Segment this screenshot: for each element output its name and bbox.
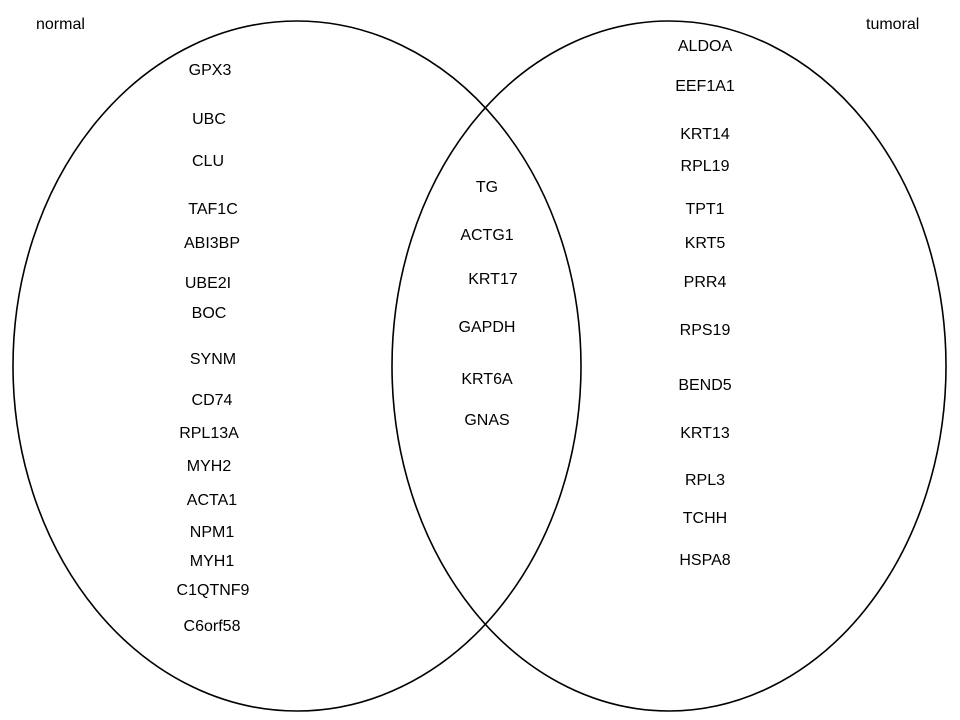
gene-label-tumoral: KRT14	[680, 126, 730, 143]
gene-label-normal: ACTA1	[186, 492, 238, 509]
gene-label-normal: TAF1C	[188, 201, 238, 218]
tumoral-set-ellipse	[391, 20, 947, 712]
gene-label-shared: KRT17	[468, 271, 518, 288]
gene-label-normal: C1QTNF9	[176, 582, 250, 599]
gene-label-tumoral: TPT1	[685, 201, 725, 218]
normal-set-label: normal	[36, 16, 85, 33]
gene-label-normal: UBC	[192, 111, 226, 128]
gene-label-normal: CLU	[191, 153, 225, 170]
gene-label-tumoral: KRT13	[680, 425, 730, 442]
gene-label-normal: NPM1	[189, 524, 235, 541]
normal-set-ellipse	[12, 20, 582, 712]
gene-label-tumoral: EEF1A1	[675, 78, 735, 95]
gene-label-normal: MYH2	[186, 458, 232, 475]
gene-label-shared: ACTG1	[460, 227, 514, 244]
gene-label-normal: RPL13A	[179, 425, 239, 442]
gene-label-normal: GPX3	[188, 62, 232, 79]
gene-label-normal: CD74	[191, 392, 233, 409]
gene-label-tumoral: HSPA8	[679, 552, 731, 569]
gene-label-shared: TG	[475, 179, 499, 196]
gene-label-tumoral: ALDOA	[677, 38, 733, 55]
gene-label-normal: MYH1	[189, 553, 235, 570]
gene-label-normal: SYNM	[189, 351, 237, 368]
gene-label-shared: KRT6A	[461, 371, 513, 388]
gene-label-tumoral: BEND5	[678, 377, 732, 394]
gene-label-tumoral: RPL3	[684, 472, 726, 489]
gene-label-tumoral: RPS19	[679, 322, 731, 339]
gene-label-normal: BOC	[191, 305, 227, 322]
gene-label-tumoral: TCHH	[682, 510, 728, 527]
gene-label-tumoral: KRT5	[684, 235, 726, 252]
gene-label-tumoral: RPL19	[680, 158, 730, 175]
gene-label-tumoral: PRR4	[683, 274, 727, 291]
gene-label-normal: UBE2I	[184, 275, 232, 292]
gene-label-shared: GAPDH	[458, 319, 516, 336]
tumoral-set-label: tumoral	[866, 16, 920, 33]
gene-label-normal: ABI3BP	[183, 235, 241, 252]
gene-label-shared: GNAS	[464, 412, 510, 429]
gene-label-normal: C6orf58	[183, 618, 241, 635]
